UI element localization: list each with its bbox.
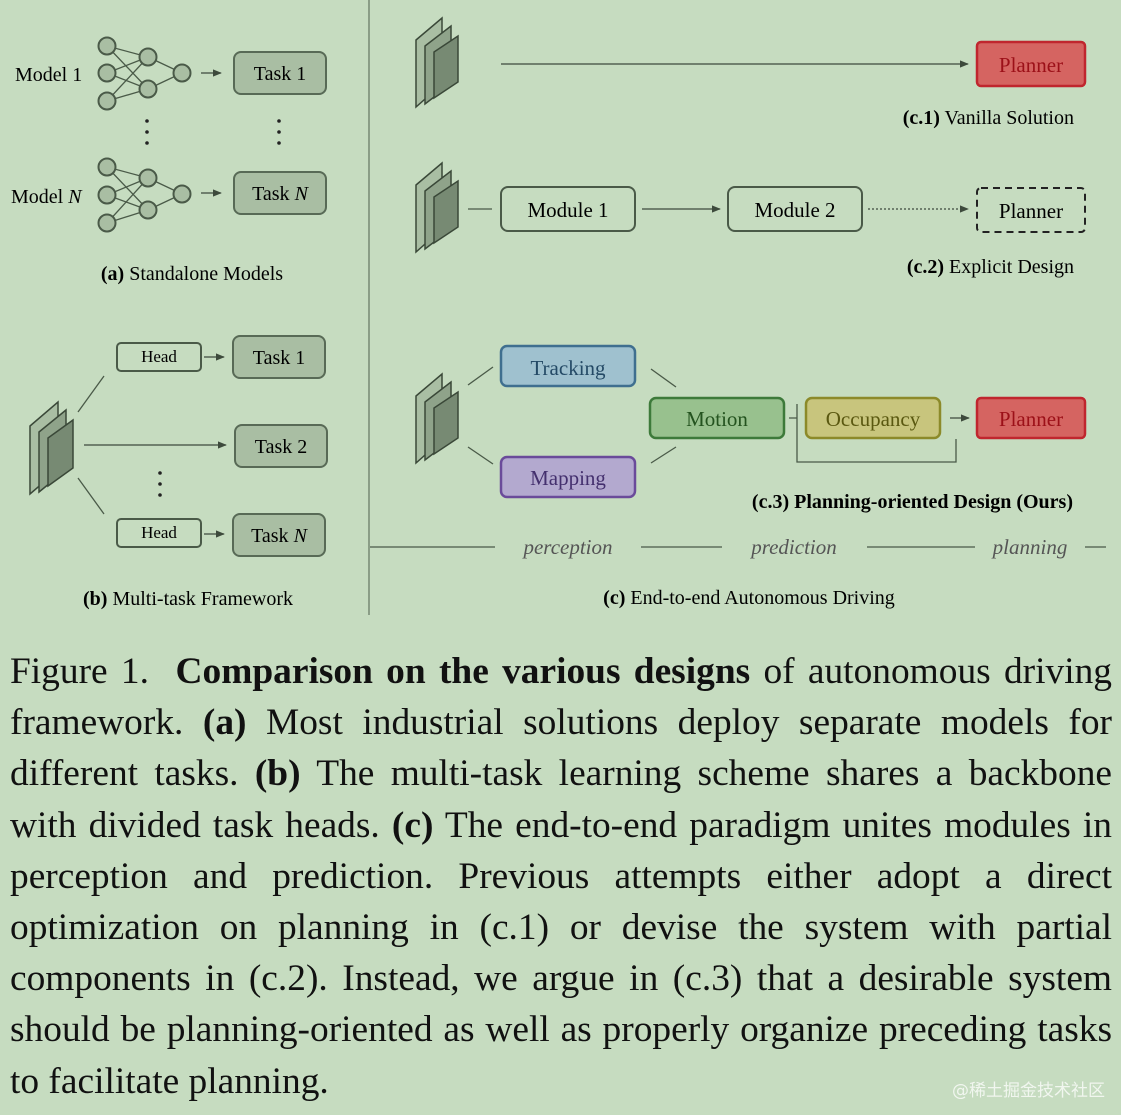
caption-a-text: Most industrial solutions deploy separat… [10, 702, 1112, 795]
caption-text-1: of autonomous driving framework. [10, 651, 1112, 744]
stage-planning: planning [991, 535, 1068, 559]
occupancy-box [804, 396, 942, 440]
stage-prediction: prediction [749, 535, 837, 559]
task-1-label: Task 1 [254, 63, 306, 85]
figure-diagram: Model 1 Task 1 Model N [11, 0, 1106, 615]
tracking-label: Tracking [530, 356, 606, 380]
network-n-icon [97, 157, 192, 233]
b-task-2-box [234, 424, 328, 468]
panel-b-multitask: Head Task 1 Task 2 Head Task N (b) Multi… [29, 335, 328, 610]
caption-b-label: (b) [254, 753, 301, 795]
b-task-1-label: Task 1 [253, 347, 305, 369]
caption-c2: (c.2) Explicit Design [907, 256, 1074, 278]
caption-c: (c) End-to-end Autonomous Driving [603, 587, 895, 609]
caption-c3: (c.3) Planning-oriented Design (Ours) [752, 491, 1073, 513]
caption-a-label: (a) [202, 702, 247, 744]
backbone-icon [415, 16, 459, 109]
module-2-label: Module 2 [754, 198, 835, 222]
c3-planner-label: Planner [999, 407, 1063, 431]
ellipsis-dots [145, 119, 281, 145]
caption-a: (a) Standalone Models [101, 263, 283, 285]
tracking-box [499, 344, 637, 388]
mapping-label: Mapping [530, 466, 606, 490]
b-task-n-label: Task N [251, 525, 308, 547]
watermark: @稀土掘金技术社区 [952, 1081, 1105, 1101]
caption-c1: (c.1) Vanilla Solution [903, 107, 1074, 129]
model-1-label: Model 1 [15, 64, 82, 86]
b-task-1-box [232, 335, 326, 379]
head-box-n [116, 518, 202, 548]
figure-caption: Figure 1. Comparison on the various desi… [10, 646, 1112, 1107]
backbone-icon [29, 400, 74, 496]
module-1-label: Module 1 [527, 198, 608, 222]
stage-perception: perception [521, 535, 612, 559]
caption-c-label: (c) [391, 804, 434, 846]
c1-planner-label: Planner [999, 53, 1063, 77]
c2-planner-box [976, 187, 1086, 233]
figure-label: Figure 1. [10, 651, 149, 692]
c3-planner-box [975, 396, 1087, 440]
module-1-box [500, 186, 636, 232]
panel-c2-explicit: Module 1 Module 2 Planner (c.2) Explicit… [415, 161, 1086, 278]
task-n-box [233, 171, 327, 215]
occupancy-label: Occupancy [826, 407, 921, 431]
backbone-icon [415, 372, 459, 465]
c2-planner-label: Planner [999, 199, 1063, 223]
network-1-icon [97, 36, 192, 111]
caption-b-text: The multi-task learning scheme shares a … [10, 753, 1112, 846]
caption-b: (b) Multi-task Framework [83, 588, 293, 610]
mapping-box [499, 455, 637, 499]
b-task-2-label: Task 2 [255, 436, 307, 458]
head-label-n: Head [141, 523, 177, 542]
task-1-box [233, 51, 327, 95]
ellipsis-dots-b [158, 471, 162, 497]
motion-label: Motion [686, 407, 748, 431]
stage-axis: perception prediction planning [370, 535, 1106, 559]
task-n-label: Task N [252, 183, 309, 205]
panel-c3-planning-oriented: Tracking Mapping Motion Occupancy Planne… [415, 344, 1087, 513]
model-n-label: Model N [11, 186, 83, 208]
head-box-1 [116, 342, 202, 372]
c1-planner-box [975, 40, 1087, 88]
caption-c-text: The end-to-end paradigm unites modules i… [10, 804, 1112, 1102]
motion-box [648, 396, 786, 440]
module-2-box [727, 186, 863, 232]
backbone-icon [415, 161, 459, 254]
b-task-n-box [232, 513, 326, 557]
panel-c1-vanilla: Planner (c.1) Vanilla Solution [415, 16, 1087, 129]
caption-bold-title: Comparison on the various designs [175, 651, 751, 692]
head-label-1: Head [141, 347, 177, 366]
panel-a-standalone-models: Model 1 Task 1 Model N [11, 36, 327, 285]
